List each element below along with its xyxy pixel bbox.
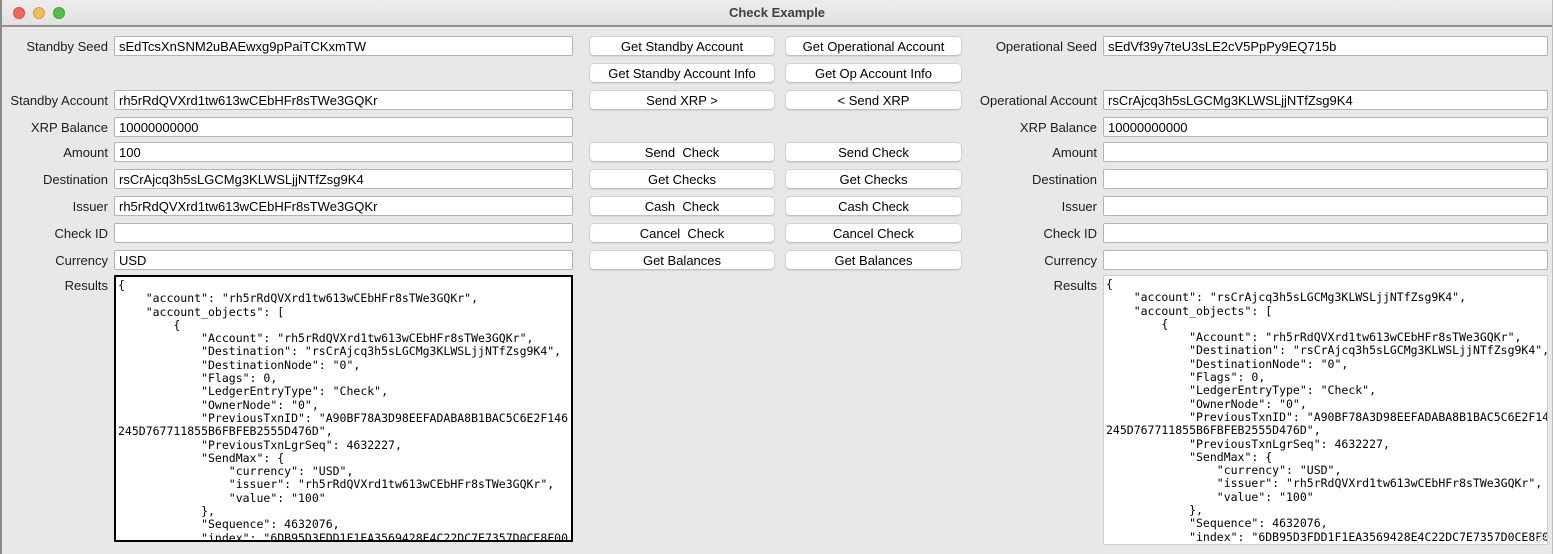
cancel-check-operational-button[interactable]: Cancel Check: [785, 223, 962, 243]
operational-seed-input[interactable]: [1103, 36, 1548, 56]
get-operational-account-button[interactable]: Get Operational Account: [785, 36, 962, 56]
resize-grip-icon[interactable]: [1536, 533, 1546, 543]
standby-issuer-label: Issuer: [72, 198, 108, 214]
operational-seed-label: Operational Seed: [995, 38, 1097, 54]
row-destination: Destination Get Checks Get Checks Destin…: [4, 169, 1548, 189]
get-checks-standby-button[interactable]: Get Checks: [589, 169, 775, 189]
standby-balance-input[interactable]: [114, 117, 573, 137]
standby-destination-label: Destination: [42, 171, 108, 187]
standby-amount-label: Amount: [63, 144, 108, 160]
traffic-lights: [13, 0, 65, 25]
operational-issuer-input[interactable]: [1103, 196, 1548, 216]
operational-results-label: Results: [1053, 278, 1097, 293]
operational-amount-label: Amount: [1052, 144, 1097, 160]
standby-currency-input[interactable]: [114, 250, 573, 270]
operational-destination-input[interactable]: [1103, 169, 1548, 189]
cash-check-operational-button[interactable]: Cash Check: [785, 196, 962, 216]
operational-results-textarea[interactable]: { "account": "rsCrAjcq3h5sLGCMg3KLWSLjjN…: [1103, 275, 1548, 545]
row-balance: XRP Balance XRP Balance: [4, 117, 1548, 137]
operational-amount-input[interactable]: [1103, 142, 1548, 162]
standby-results-textarea[interactable]: { "account": "rh5rRdQVXrd1tw613wCEbHFr8s…: [114, 275, 573, 542]
standby-check-id-input[interactable]: [114, 223, 573, 243]
operational-currency-label: Currency: [1044, 252, 1097, 268]
zoom-button[interactable]: [53, 6, 65, 19]
get-standby-account-info-button[interactable]: Get Standby Account Info: [589, 63, 775, 83]
standby-check-id-label: Check ID: [54, 225, 108, 241]
row-results: Results { "account": "rh5rRdQVXrd1tw613w…: [4, 275, 1548, 545]
send-xrp-standby-button[interactable]: Send XRP >: [589, 90, 775, 110]
row-amount: Amount Send Check Send Check Amount: [4, 142, 1548, 162]
close-button[interactable]: [13, 6, 25, 19]
standby-seed-input[interactable]: [114, 36, 573, 56]
operational-currency-input[interactable]: [1103, 250, 1548, 270]
row-check-id: Check ID Cancel Check Cancel Check Check…: [4, 223, 1548, 243]
send-check-standby-button[interactable]: Send Check: [589, 142, 775, 162]
row-issuer: Issuer Cash Check Cash Check Issuer: [4, 196, 1548, 216]
standby-amount-input[interactable]: [114, 142, 573, 162]
get-standby-account-button[interactable]: Get Standby Account: [589, 36, 775, 56]
get-checks-operational-button[interactable]: Get Checks: [785, 169, 962, 189]
window-title: Check Example: [728, 5, 826, 20]
row-currency: Currency Get Balances Get Balances Curre…: [4, 250, 1548, 270]
operational-destination-label: Destination: [1031, 171, 1097, 187]
standby-balance-label: XRP Balance: [30, 119, 108, 135]
standby-issuer-input[interactable]: [114, 196, 573, 216]
get-balances-standby-button[interactable]: Get Balances: [589, 250, 775, 270]
get-op-account-info-button[interactable]: Get Op Account Info: [785, 63, 962, 83]
row-account: Standby Account Send XRP > < Send XRP Op…: [4, 90, 1548, 110]
standby-destination-input[interactable]: [114, 169, 573, 189]
operational-issuer-label: Issuer: [1061, 198, 1097, 214]
send-check-operational-button[interactable]: Send Check: [785, 142, 962, 162]
minimize-button[interactable]: [33, 6, 45, 19]
operational-account-label: Operational Account: [979, 92, 1097, 108]
operational-check-id-label: Check ID: [1043, 225, 1097, 241]
form-area: Standby Seed Get Standby Account Get Ope…: [2, 27, 1552, 545]
row-seed: Standby Seed Get Standby Account Get Ope…: [4, 36, 1548, 56]
standby-results-label: Results: [64, 278, 108, 293]
standby-account-label: Standby Account: [10, 92, 108, 108]
standby-currency-label: Currency: [55, 252, 108, 268]
standby-seed-label: Standby Seed: [26, 38, 108, 54]
operational-account-input[interactable]: [1103, 90, 1548, 110]
cash-check-standby-button[interactable]: Cash Check: [589, 196, 775, 216]
operational-balance-label: XRP Balance: [1019, 119, 1097, 135]
row-account-info: Get Standby Account Info Get Op Account …: [4, 63, 1548, 83]
operational-check-id-input[interactable]: [1103, 223, 1548, 243]
get-balances-operational-button[interactable]: Get Balances: [785, 250, 962, 270]
operational-balance-input[interactable]: [1103, 117, 1548, 137]
standby-account-input[interactable]: [114, 90, 573, 110]
title-bar[interactable]: Check Example: [2, 0, 1552, 27]
cancel-check-standby-button[interactable]: Cancel Check: [589, 223, 775, 243]
send-xrp-operational-button[interactable]: < Send XRP: [785, 90, 962, 110]
